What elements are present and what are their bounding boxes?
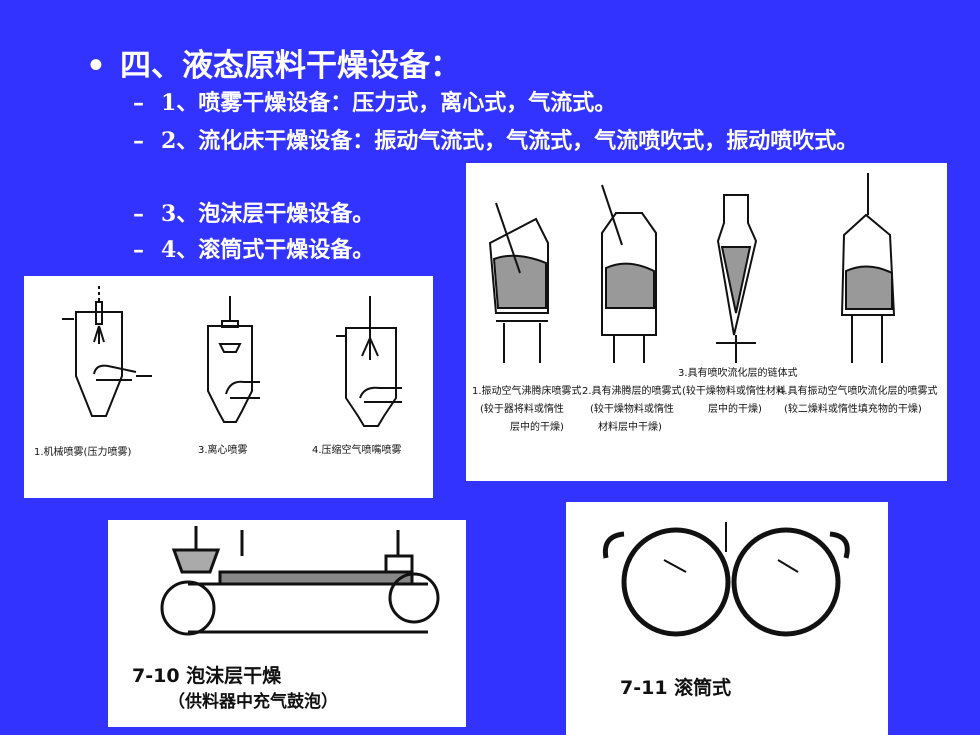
fluidized-bed-drawing	[488, 173, 896, 363]
caption-unit2-line3: 材料层中干燥)	[598, 422, 662, 433]
caption-unit4-line2: (较二燥料或惰性填充物的干燥)	[784, 404, 922, 415]
list-item: –3、泡沫层干燥设备。	[133, 199, 374, 229]
caption-unit2-line2: (较干燥物料或惰性	[590, 404, 674, 415]
drum-dryer-figure: 7-11 滚筒式	[566, 502, 888, 735]
list-item-text: 3、泡沫层干燥设备。	[161, 201, 375, 227]
dash-marker: –	[133, 237, 144, 263]
fluidized-bed-figure: 1.振动空气沸腾床喷雾式 (较于器将料或惰性 层中的干燥) 2.具有沸腾层的喷雾…	[466, 163, 947, 481]
foam-dryer-drawing	[160, 526, 440, 636]
slide-heading: • 四、液态原料干燥设备：	[86, 40, 461, 85]
dash-marker: –	[133, 128, 144, 154]
caption-unit1-line1: 1.振动空气沸腾床喷雾式	[472, 386, 582, 397]
caption-pressure-spray: 1.机械喷雾(压力喷雾)	[34, 447, 132, 458]
caption-air-nozzle-spray: 4.压缩空气喷嘴喷雾	[312, 445, 402, 456]
caption-unit4-line1: 4.具有振动空气喷吹流化层的喷雾式	[778, 386, 938, 397]
caption-centrifugal-spray: 3.离心喷雾	[198, 445, 248, 456]
dash-marker: –	[133, 201, 144, 227]
caption-unit3-line1: 3.具有喷吹流化层的链体式	[678, 368, 798, 379]
spray-dryer-drawing	[62, 286, 402, 427]
drum-dryer-drawing	[602, 522, 850, 637]
list-item: –2、流化床干燥设备：振动气流式，气流式，气流喷吹式，振动喷吹式。	[133, 126, 896, 156]
bullet-marker: •	[86, 48, 106, 84]
list-item: –1、喷雾干燥设备：压力式，离心式，气流式。	[133, 88, 616, 118]
caption-unit1-line2: (较于器将料或惰性	[480, 404, 564, 415]
foam-caption-title: 7-10 泡沫层干燥	[132, 665, 282, 687]
foam-caption-note: （供料器中充气鼓泡）	[168, 692, 338, 712]
list-item: –4、滚筒式干燥设备。	[133, 235, 374, 265]
caption-unit3-line2: (较干燥物料或惰性材料	[682, 386, 786, 397]
drum-caption: 7-11 滚筒式	[620, 677, 732, 699]
caption-unit3-line3: 层中的干燥)	[708, 404, 762, 415]
dash-marker: –	[133, 90, 144, 116]
caption-unit2-line1: 2.具有沸腾层的喷雾式	[582, 386, 682, 397]
heading-text: 四、液态原料干燥设备：	[120, 48, 461, 84]
foam-dryer-figure: 7-10 泡沫层干燥 （供料器中充气鼓泡）	[108, 520, 466, 727]
spray-dryer-figure: 1.机械喷雾(压力喷雾) 3.离心喷雾 4.压缩空气喷嘴喷雾	[24, 276, 433, 498]
list-item-text: 1、喷雾干燥设备：压力式，离心式，气流式。	[161, 90, 617, 116]
caption-unit1-line3: 层中的干燥)	[510, 422, 564, 433]
list-item-text: 2、流化床干燥设备：振动气流式，气流式，气流喷吹式，振动喷吹式。	[161, 128, 859, 154]
list-item-text: 4、滚筒式干燥设备。	[161, 237, 375, 263]
